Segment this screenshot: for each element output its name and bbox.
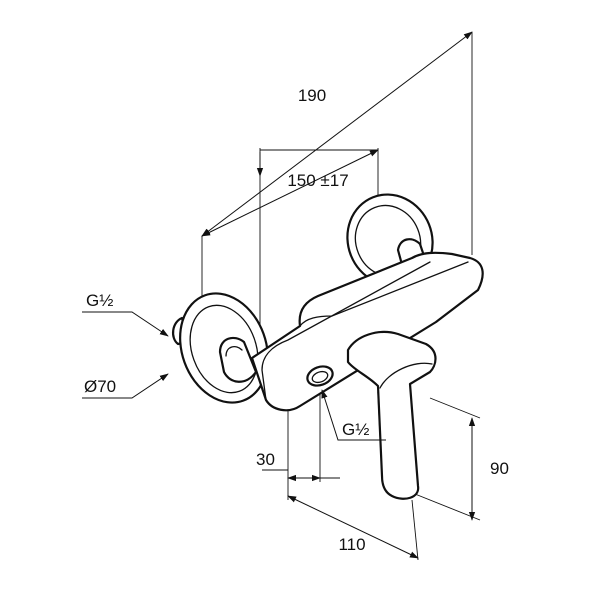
dimension-labels: 190 150 ±17 G½ Ø70 G½ 30 90 110 [84, 86, 509, 554]
label-outlet-offset: 30 [256, 450, 275, 469]
lever-handle [346, 330, 437, 500]
label-thread-outlet: G½ [342, 420, 369, 439]
outlet-ring [306, 365, 334, 387]
label-flange-diameter: Ø70 [84, 377, 116, 396]
dim-line-150 [201, 149, 379, 237]
label-thread-inlet: G½ [86, 291, 113, 310]
leader-g-half-inlet [82, 311, 169, 337]
leader-d70 [82, 373, 169, 399]
dimension-lines [201, 31, 476, 559]
label-connection-centers: 150 ±17 [287, 171, 348, 190]
dim-line-190 [201, 31, 473, 237]
mixer-body [250, 251, 484, 412]
leader-g-half-outlet [321, 389, 386, 441]
label-overall-width: 190 [298, 86, 326, 105]
label-lever-height: 90 [490, 459, 509, 478]
leader-lines [82, 311, 386, 441]
label-depth: 110 [338, 535, 365, 554]
dim-line-110 [287, 495, 419, 559]
